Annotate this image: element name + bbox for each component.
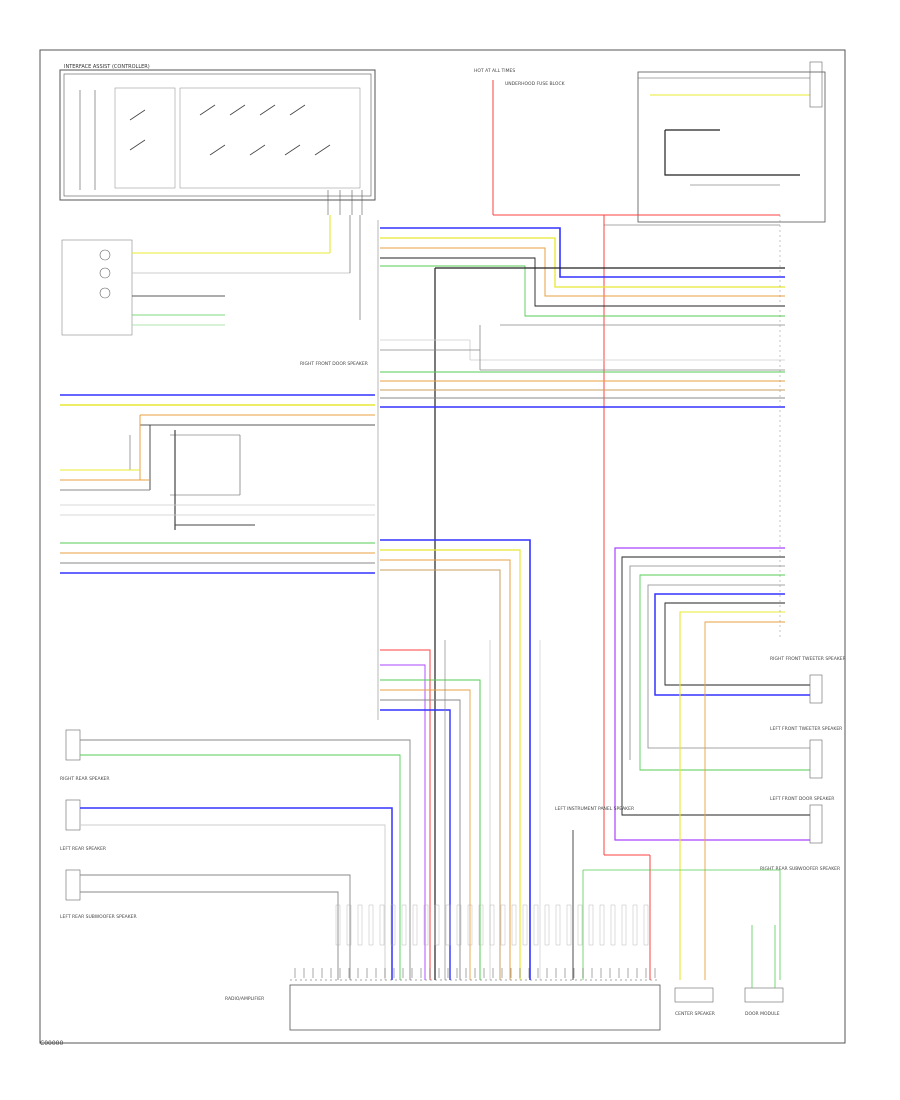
wire-label-tag bbox=[412, 904, 418, 946]
wire-label-tag bbox=[467, 904, 473, 946]
center-lower-bundle bbox=[380, 539, 541, 980]
wire-label-tag bbox=[621, 904, 627, 946]
wire-label-tag bbox=[577, 904, 583, 946]
wire-label-tag bbox=[643, 904, 649, 946]
left-rear-subwoofer-label: LEFT REAR SUBWOOFER SPEAKER bbox=[60, 914, 137, 920]
footer-code: C00000 bbox=[40, 1040, 64, 1047]
controller-module: INTERFACE ASSIST (CONTROLLER) bbox=[59, 64, 376, 215]
left-instr-speaker-label: LEFT INSTRUMENT PANEL SPEAKER bbox=[555, 806, 634, 812]
wire-label-tag bbox=[434, 904, 440, 946]
right-rear-sub-label: RIGHT REAR SUBWOOFER SPEAKER bbox=[760, 866, 840, 872]
right-front-tweeter-label: RIGHT FRONT TWEETER SPEAKER bbox=[770, 656, 846, 662]
top-right-module bbox=[637, 61, 826, 223]
wire-label-tag bbox=[456, 904, 462, 946]
audio-amp-label: RADIO/AMPLIFIER bbox=[225, 996, 264, 1002]
wire-label-tag bbox=[522, 904, 528, 946]
wire-label-tag bbox=[610, 904, 616, 946]
wire-label-tag bbox=[533, 904, 539, 946]
door-module-label: DOOR MODULE bbox=[745, 1011, 780, 1017]
fuse-block-label: UNDERHOOD FUSE BLOCK bbox=[505, 81, 566, 87]
wire-label-tag bbox=[401, 904, 407, 946]
center-speaker-label: CENTER SPEAKER bbox=[675, 1011, 715, 1017]
diagram-frame bbox=[39, 49, 846, 1044]
wire-label-tag bbox=[357, 904, 363, 946]
left-wire-bundle-upper bbox=[60, 394, 375, 530]
left-front-tweeter-label: LEFT FRONT TWEETER SPEAKER bbox=[770, 726, 842, 732]
wire-label-tag bbox=[489, 904, 495, 946]
wire-label-tag bbox=[632, 904, 638, 946]
wire-label-tag bbox=[423, 904, 429, 946]
wire-label-tag bbox=[335, 904, 341, 946]
wire-label-tag bbox=[368, 904, 374, 946]
wire-label-tag bbox=[566, 904, 572, 946]
right-rear-speaker-label: RIGHT REAR SPEAKER bbox=[60, 776, 110, 782]
left-wire-bundle-lower bbox=[60, 542, 375, 574]
wire-label-tag bbox=[346, 904, 352, 946]
wire-label-tag bbox=[555, 904, 561, 946]
wire-label-tag bbox=[599, 904, 605, 946]
wire-label-tag bbox=[500, 904, 506, 946]
wire-label-tag bbox=[445, 904, 451, 946]
audio-amplifier: RADIO/AMPLIFIER bbox=[225, 979, 661, 1031]
right-speakers bbox=[809, 674, 823, 844]
center-speaker: LEFT INSTRUMENT PANEL SPEAKER bbox=[555, 806, 781, 980]
controller-label: INTERFACE ASSIST (CONTROLLER) bbox=[64, 64, 150, 70]
bottom-right-speakers: CENTER SPEAKER DOOR MODULE bbox=[674, 925, 784, 1017]
left-rear-speaker-label: LEFT REAR SPEAKER bbox=[60, 846, 106, 852]
upper-right-bundle: RIGHT FRONT DOOR SPEAKER bbox=[300, 227, 785, 980]
connector-ticks bbox=[294, 904, 656, 978]
wire-label-tag bbox=[390, 904, 396, 946]
wire-label-tag bbox=[588, 904, 594, 946]
right-mid-bundle: RIGHT FRONT TWEETER SPEAKER LEFT FRONT T… bbox=[614, 215, 846, 980]
left-rear-speakers: RIGHT REAR SPEAKER LEFT REAR SPEAKER LEF… bbox=[60, 729, 411, 980]
wire-label-tag bbox=[379, 904, 385, 946]
wire-label-tag bbox=[511, 904, 517, 946]
wire-label-tag bbox=[478, 904, 484, 946]
headlamp-switch bbox=[61, 215, 361, 336]
power-feed: HOT AT ALL TIMES UNDERHOOD FUSE BLOCK bbox=[474, 68, 780, 980]
wire-label-tag bbox=[544, 904, 550, 946]
right-front-speaker-label: LEFT FRONT DOOR SPEAKER bbox=[770, 796, 834, 802]
battery-label: HOT AT ALL TIMES bbox=[474, 68, 515, 74]
right-front-module-label: RIGHT FRONT DOOR SPEAKER bbox=[300, 361, 368, 367]
